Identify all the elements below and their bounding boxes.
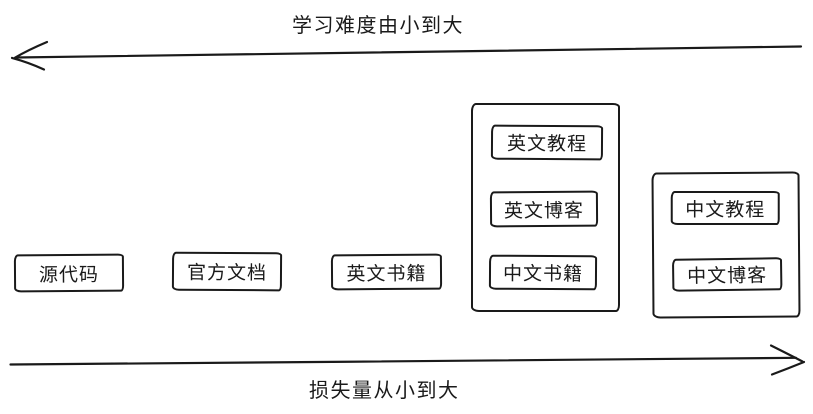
bottom-axis-label: 损失量从小到大 bbox=[309, 380, 460, 402]
box-english-tutorials: 英文教程 bbox=[490, 124, 604, 161]
top-arrow-left-head-icon bbox=[10, 40, 49, 71]
group-box-middle: 英文教程 英文博客 中文书籍 bbox=[471, 103, 620, 312]
bottom-arrow-right-head-icon bbox=[769, 344, 806, 376]
bottom-arrow-line bbox=[9, 356, 798, 366]
box-chinese-tutorials: 中文教程 bbox=[670, 190, 780, 226]
top-axis-label: 学习难度由小到大 bbox=[292, 15, 464, 37]
box-english-blogs: 英文博客 bbox=[489, 190, 599, 228]
box-official-docs: 官方文档 bbox=[171, 251, 283, 292]
box-english-books: 英文书籍 bbox=[330, 253, 443, 291]
box-chinese-books: 中文书籍 bbox=[488, 254, 598, 291]
group-box-right: 中文教程 中文博客 bbox=[651, 171, 801, 319]
box-chinese-blogs: 中文博客 bbox=[671, 257, 783, 292]
top-arrow-line bbox=[14, 45, 803, 59]
box-source-code: 源代码 bbox=[13, 253, 125, 293]
